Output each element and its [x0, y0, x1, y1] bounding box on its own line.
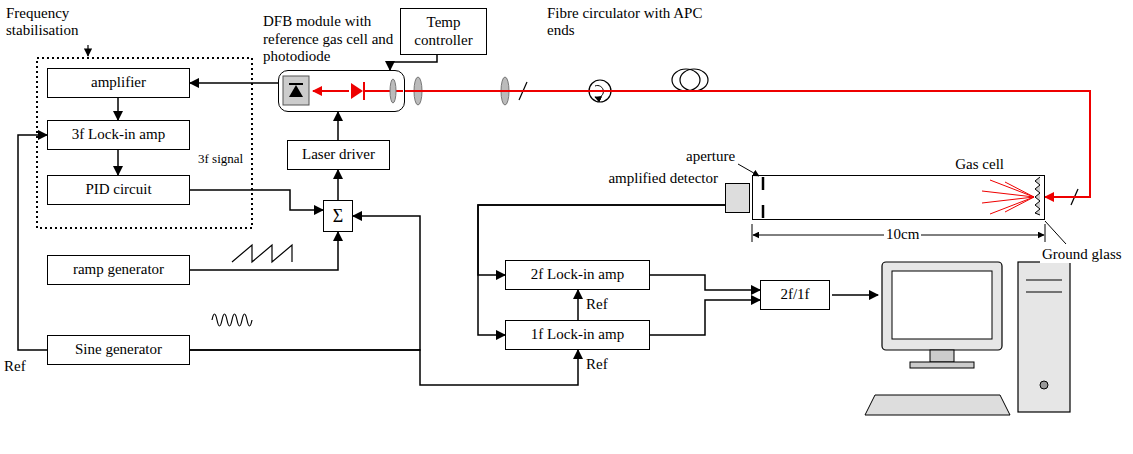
- part-label: Gas cell: [955, 156, 1004, 173]
- laser-diode-symbol: [351, 83, 363, 99]
- part-label: aperture: [684, 148, 737, 165]
- drive-bay: [1026, 292, 1062, 293]
- laser-diode-bar: [363, 82, 365, 100]
- signal-name: Ref: [584, 356, 610, 373]
- part-label: Fibre circulator with APC ends: [545, 5, 729, 40]
- signal-line: [18, 135, 47, 350]
- driver-box: Laser driver: [287, 140, 390, 170]
- signal-line: [577, 290, 579, 320]
- scatter-ray: [1005, 197, 1034, 212]
- lock-in-box: 3f Lock-in amp: [47, 120, 190, 150]
- beam-arrow: [313, 90, 349, 92]
- signal-line: [190, 350, 578, 385]
- box-label: Σ: [333, 206, 343, 227]
- scattered-light: [982, 180, 1034, 214]
- fibre-path: [405, 91, 1090, 197]
- computer-icon: [865, 262, 1070, 415]
- ramp-symbol: [232, 245, 292, 262]
- signal-line: [650, 300, 760, 335]
- scatter-ray: [982, 191, 1034, 197]
- detector: amplified detector: [725, 183, 750, 213]
- box-label: PID circuit: [85, 181, 151, 198]
- signal-name: Ref: [584, 296, 610, 313]
- signal-line: [190, 216, 420, 350]
- process-box: PID circuit: [47, 175, 190, 205]
- signal-line: [390, 55, 437, 70]
- lock-in-box: 1f Lock-in amp: [505, 320, 650, 350]
- sine-wave-symbol: [212, 314, 252, 326]
- box-label: 2f/1f: [780, 286, 809, 303]
- box-label: Laser driver: [302, 146, 375, 163]
- scatter-ray: [990, 197, 1034, 214]
- generator-box: Sine generator: [47, 335, 190, 365]
- part-label: Ground glass: [1040, 246, 1124, 263]
- group-label: Frequency stabilisation: [4, 5, 108, 40]
- signal-name: 3f signal: [196, 152, 245, 167]
- pointer-arrow: [87, 45, 88, 56]
- ground-glass: [1035, 177, 1040, 215]
- summing-box: Σ: [323, 200, 353, 232]
- signal-line: [337, 112, 339, 140]
- tower-case: [1018, 262, 1070, 412]
- signal-line: [478, 205, 725, 335]
- monitor-stand: [930, 350, 954, 362]
- box-label: amplifier: [91, 74, 146, 91]
- signal-line: [650, 275, 760, 290]
- gas-cell: Gas cell: [752, 175, 1045, 220]
- signal-line: [190, 190, 323, 210]
- drive-bay: [1026, 280, 1062, 281]
- dimension-tick: [752, 224, 753, 242]
- scatter-ray: [1005, 182, 1034, 197]
- beam: [365, 90, 403, 92]
- divider-box: 2f/1f: [760, 280, 830, 310]
- power-button: [1040, 381, 1048, 389]
- dimension-tick: [1045, 224, 1046, 242]
- screen: [892, 271, 992, 339]
- monitor-base: [910, 362, 974, 368]
- laser-module-drawing: [279, 71, 403, 110]
- generator-box: ramp generator: [47, 255, 190, 285]
- aperture-symbol: [762, 177, 765, 190]
- leader-line: [1045, 221, 1066, 244]
- box-label: 2f Lock-in amp: [531, 266, 624, 283]
- fibre-coil: [672, 69, 700, 91]
- part-label: DFB module with reference gas cell and p…: [263, 13, 395, 65]
- lock-in-box: 2f Lock-in amp: [505, 260, 650, 290]
- photodiode-housing: [283, 76, 309, 105]
- monitor: [882, 262, 1002, 350]
- part-label: amplified detector: [608, 170, 718, 187]
- box-label: 3f Lock-in amp: [72, 126, 165, 143]
- lens: [390, 79, 396, 103]
- signal-line: [117, 98, 119, 120]
- fibre-coil: [680, 69, 708, 91]
- keyboard: [865, 395, 1010, 415]
- signal-name: Ref: [2, 358, 28, 375]
- laser-module: DFB module with reference gas cell and p…: [278, 70, 405, 112]
- signal-arrow: [832, 294, 878, 296]
- controller-box: Temp controller: [400, 8, 487, 55]
- process-box: amplifier: [47, 68, 190, 98]
- signal-line: [190, 232, 338, 270]
- photodiode-bar: [289, 83, 303, 85]
- box-label: 1f Lock-in amp: [531, 326, 624, 343]
- box-label: Temp controller: [401, 14, 486, 49]
- photodiode-symbol: [289, 85, 303, 97]
- box-label: ramp generator: [73, 261, 164, 278]
- signal-line: [190, 82, 278, 84]
- aperture-symbol: [762, 205, 765, 218]
- signal-line: [337, 170, 339, 200]
- dimension-label: 10cm: [884, 226, 921, 243]
- signal-line: [117, 150, 119, 175]
- box-label: Sine generator: [75, 341, 162, 358]
